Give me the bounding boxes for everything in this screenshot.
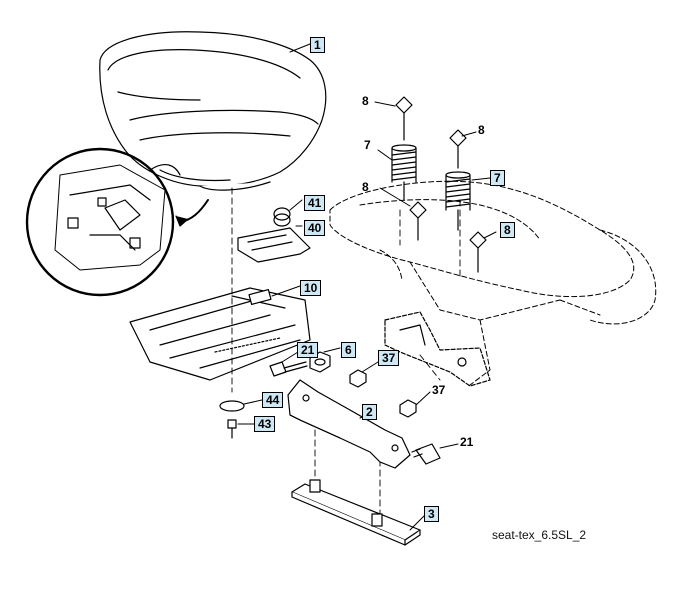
callout-40: 40 [304,220,326,236]
callout-21a: 21 [297,342,319,358]
seat [99,31,327,191]
bracket-2 [287,379,411,469]
callout-10: 10 [300,280,322,296]
leader-lines [237,43,497,531]
adjuster-parts [237,207,311,263]
callout-7b: 7 [490,170,505,186]
callout-8d: 8 [500,222,515,238]
bolt-21-left [269,361,308,377]
callout-37a: 37 [378,350,400,366]
bolt-43 [227,419,237,439]
washer-44 [219,400,245,412]
callout-7a: 7 [364,138,371,152]
frame-bracket [384,311,491,387]
diagram-caption: seat-tex_6.5SL_2 [492,528,587,542]
nut-37-upper [349,369,367,388]
callout-8c: 8 [362,180,369,194]
mower-frame [329,180,657,386]
bolt-21-right [411,443,441,465]
base-plate-3 [291,479,421,546]
callout-44: 44 [262,392,284,408]
callout-3: 3 [424,506,439,522]
callout-37b: 37 [432,383,446,397]
callout-8a: 8 [362,94,369,108]
callout-43: 43 [254,416,276,432]
callout-2: 2 [362,404,377,420]
seat-plate [129,287,311,381]
callout-41: 41 [304,195,326,211]
callout-6: 6 [341,342,356,358]
spring-assembly-right [445,129,487,273]
nut-37-lower [399,399,417,418]
detail-inset [25,147,181,297]
spring-assembly-left [391,96,427,241]
callout-21b: 21 [460,435,474,449]
callout-8b: 8 [478,123,485,137]
callout-1: 1 [310,37,325,53]
